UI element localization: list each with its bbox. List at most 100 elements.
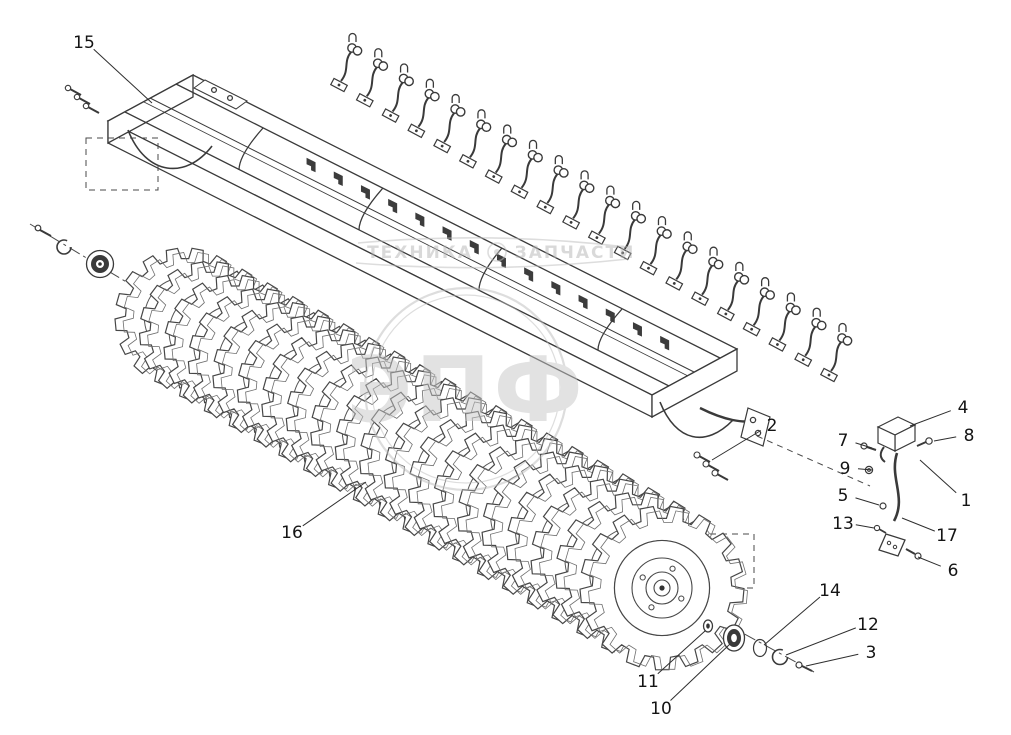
tine-shank <box>417 97 430 128</box>
tine-shank <box>727 280 739 311</box>
diagram-shape <box>414 129 418 133</box>
bracket-hole <box>749 416 757 424</box>
watermark-band-top <box>357 237 628 248</box>
callout-leader <box>857 468 873 471</box>
callout-label-10: 10 <box>650 699 672 719</box>
diagram-shape <box>492 175 496 178</box>
bearing-left <box>85 249 115 279</box>
callout-label-5: 5 <box>838 486 849 506</box>
spring-tine <box>639 216 672 276</box>
tine-coil <box>507 137 518 148</box>
tine-coil <box>352 45 363 56</box>
diagram-shape <box>645 571 679 605</box>
spring-tine <box>768 292 801 352</box>
tine-clevis <box>348 32 357 42</box>
tine-clevis <box>632 200 641 210</box>
packer-roller <box>114 247 748 671</box>
diagram-shape <box>78 97 91 105</box>
tine-foot <box>458 153 478 169</box>
tine-coil <box>842 335 853 346</box>
frame-bolt <box>73 93 91 105</box>
tine-clevis <box>683 231 692 241</box>
tine-bracket <box>306 157 316 173</box>
diagram-shape <box>363 98 367 102</box>
diagram-shape <box>595 236 599 240</box>
tine-clevis <box>528 139 538 149</box>
callout-label-6: 6 <box>948 561 959 581</box>
bracket-bolt-2 <box>702 460 720 472</box>
callout-leader <box>763 596 821 646</box>
tine-clevis <box>657 216 667 226</box>
tine-foot <box>587 230 606 246</box>
tine-bracket <box>524 267 534 282</box>
frame-right-bracket-plate <box>740 407 771 447</box>
mount-guide <box>756 435 871 487</box>
hub-bolt-hole <box>678 595 685 602</box>
callout-leader <box>855 442 873 449</box>
tine-foot <box>329 77 349 93</box>
diagram-shape <box>64 84 72 92</box>
tine-bracket <box>660 335 670 351</box>
frame-cross-brace <box>597 308 623 351</box>
circlip-left <box>56 239 72 255</box>
callout-label-15: 15 <box>73 33 95 53</box>
tine-clevis <box>838 322 847 332</box>
spring-tine <box>613 200 647 261</box>
scraper-foot-plate <box>878 533 906 557</box>
tine-foot <box>562 214 581 230</box>
hub-bolt-hole <box>648 604 655 611</box>
tine-bracket <box>442 226 452 241</box>
tine-foot <box>433 138 452 154</box>
foot-plate-hole <box>892 544 898 550</box>
foot-plate-hole <box>886 540 892 546</box>
scraper-bracket-side <box>877 426 896 452</box>
diagram-shape <box>588 510 748 670</box>
spring-tine <box>355 48 389 108</box>
tine-coil <box>481 122 492 133</box>
diagram-shape <box>98 262 102 266</box>
scraper-bracket-hook <box>879 446 886 463</box>
spring-tine <box>329 32 363 93</box>
tine-bracket <box>415 212 425 228</box>
frame-right-arch <box>659 401 734 438</box>
tine-coil <box>791 305 801 316</box>
tine-shank <box>598 204 610 235</box>
spring-tine <box>742 277 776 337</box>
callout-leader <box>855 497 880 506</box>
tine-shank <box>365 66 378 97</box>
callout-label-2: 2 <box>767 416 778 436</box>
tine-shank <box>701 265 713 296</box>
spring-tine <box>510 139 543 200</box>
watermark-band-bottom <box>355 258 629 269</box>
callout-leader <box>917 556 941 567</box>
callout-leader <box>785 627 856 656</box>
diagram-shape <box>866 446 877 451</box>
diagram-shape <box>69 88 82 96</box>
tine-clevis <box>760 277 770 287</box>
tine-foot <box>484 169 503 185</box>
tine-bracket <box>388 198 398 214</box>
tine-foot <box>407 123 426 139</box>
diagram-shape <box>672 282 676 285</box>
tine-shank <box>804 326 817 357</box>
tine-coil <box>662 229 672 239</box>
callout-leader <box>933 436 957 442</box>
callout-label-13: 13 <box>832 514 854 534</box>
scraper-shank-17 <box>892 452 901 522</box>
washer-right-hole <box>706 623 710 629</box>
tine-foot <box>536 199 555 215</box>
tine-coil <box>429 91 440 102</box>
diagram-shape <box>647 266 650 270</box>
callout-label-14: 14 <box>819 581 841 601</box>
tine-clevis <box>735 261 744 271</box>
callout-leader <box>855 524 875 529</box>
spring-tine <box>665 231 698 291</box>
watermark-inner-circle <box>371 294 561 484</box>
tine-coil <box>533 152 543 163</box>
frame-left-end-face <box>107 73 194 145</box>
diagram-shape <box>827 373 831 377</box>
scraper-bolt-8 <box>916 437 933 447</box>
callout-leader <box>805 653 859 667</box>
